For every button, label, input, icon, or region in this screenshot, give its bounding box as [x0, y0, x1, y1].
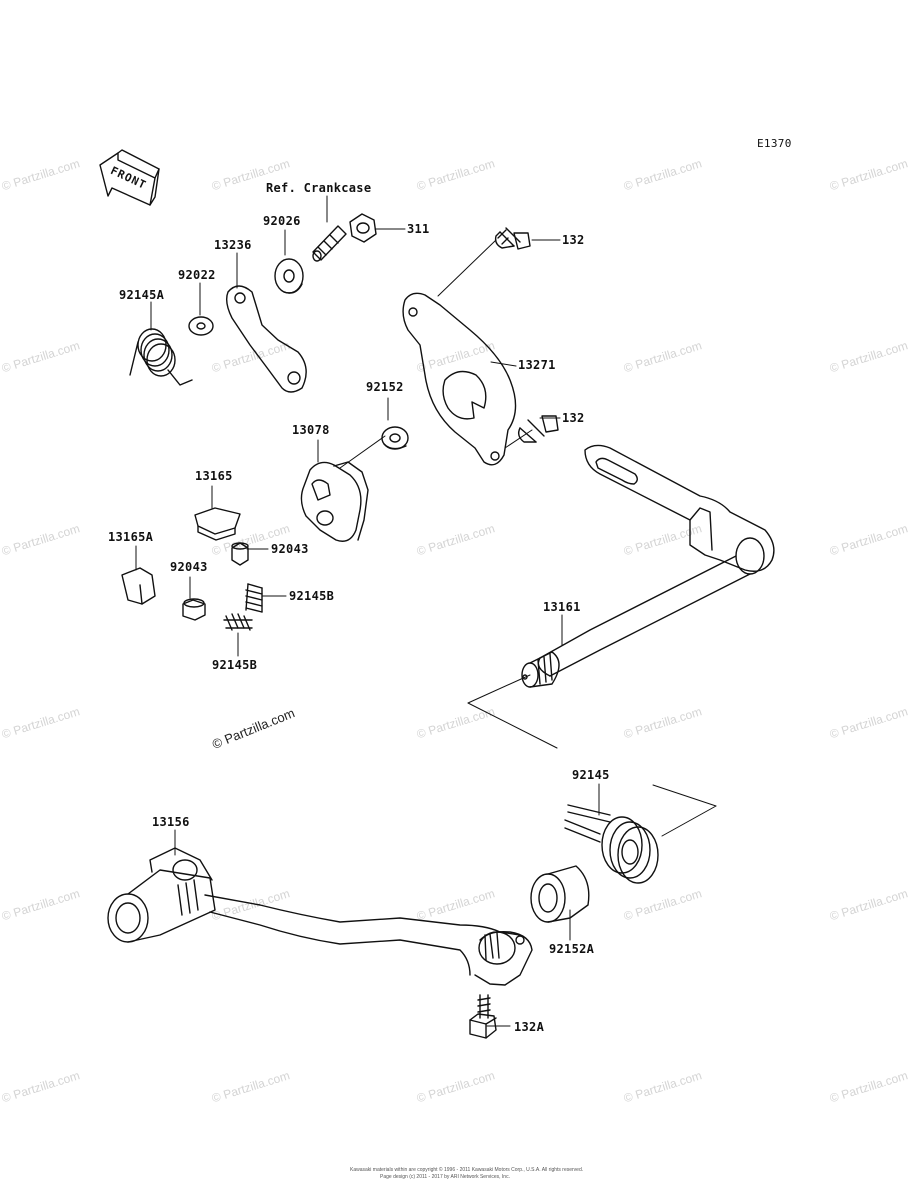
- nut-311: [349, 213, 377, 243]
- bolt-132-mid: [517, 415, 559, 443]
- washer-92026: [274, 258, 304, 294]
- bolt-132a: [469, 994, 497, 1039]
- diagram-code: E1370: [757, 137, 792, 150]
- part-label-13271[interactable]: 13271: [518, 358, 556, 372]
- part-label-13156[interactable]: 13156: [152, 815, 190, 829]
- front-arrow-icon: [99, 149, 160, 206]
- part-label-132a[interactable]: 132A: [514, 1020, 545, 1034]
- copyright-line-2: Page design (c) 2011 - 2017 by ARI Netwo…: [380, 1174, 510, 1180]
- part-label-13236[interactable]: 13236: [214, 238, 252, 252]
- part-label-92026[interactable]: 92026: [263, 214, 301, 228]
- copyright-line-1: Kawasaki materials within are copyright …: [350, 1167, 584, 1173]
- part-label-311[interactable]: 311: [407, 222, 430, 236]
- part-label-92043-left[interactable]: 92043: [170, 560, 208, 574]
- plate-13271: [402, 292, 517, 466]
- spring-92145: [564, 804, 659, 884]
- spring-92145b-bottom: [223, 613, 253, 631]
- part-label-ref-crankcase[interactable]: Ref. Crankcase: [266, 181, 372, 195]
- part-label-92145b-right[interactable]: 92145B: [289, 589, 335, 603]
- shaft-13161: [521, 444, 775, 688]
- part-label-92145a[interactable]: 92145A: [119, 288, 165, 302]
- collar-92152: [381, 426, 409, 450]
- part-label-13165[interactable]: 13165: [195, 469, 233, 483]
- pawl-13165a: [121, 567, 156, 605]
- part-label-92152[interactable]: 92152: [366, 380, 404, 394]
- pin-92043-left: [182, 598, 206, 621]
- spring-92145b-right: [245, 583, 263, 613]
- washer-92022: [188, 316, 214, 336]
- bolt-132-top: [494, 227, 531, 250]
- part-label-13165a[interactable]: 13165A: [108, 530, 154, 544]
- part-label-92022[interactable]: 92022: [178, 268, 216, 282]
- pin-92043-right: [231, 542, 249, 566]
- part-label-13161[interactable]: 13161: [543, 600, 581, 614]
- collar-92152a: [530, 865, 590, 923]
- leader-lines: [135, 195, 717, 1027]
- arm-13078: [300, 461, 369, 542]
- part-label-92043-right[interactable]: 92043: [271, 542, 309, 556]
- lever-13236: [225, 285, 307, 393]
- part-label-92152a[interactable]: 92152A: [549, 942, 595, 956]
- part-label-13078[interactable]: 13078: [292, 423, 330, 437]
- torsion-spring-92145a: [129, 328, 193, 386]
- part-label-92145b-bottom[interactable]: 92145B: [212, 658, 258, 672]
- pawl-13165: [194, 507, 241, 541]
- stud-ref-crankcase: [312, 225, 347, 262]
- part-label-132-top[interactable]: 132: [562, 233, 585, 247]
- part-label-92145[interactable]: 92145: [572, 768, 610, 782]
- pedal-13156: [107, 847, 533, 986]
- part-label-132-mid[interactable]: 132: [562, 411, 585, 425]
